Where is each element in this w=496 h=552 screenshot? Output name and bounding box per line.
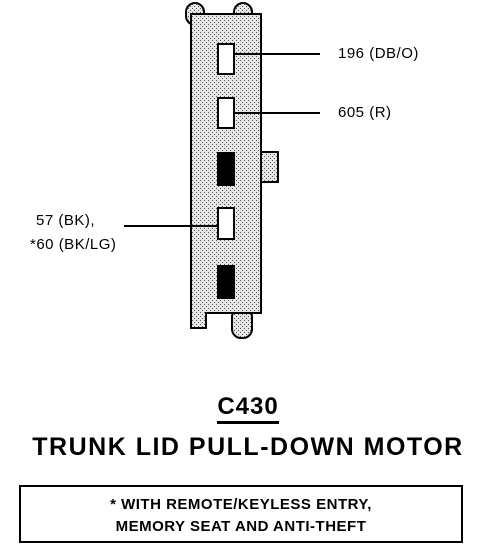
footnote-line-1: * WITH REMOTE/KEYLESS ENTRY, — [110, 496, 372, 513]
cavity-2 — [217, 97, 235, 129]
connector-id-text: C430 — [217, 393, 279, 424]
cavity-1 — [217, 43, 235, 75]
cavity-3 — [217, 152, 235, 186]
wire-label-196: 196 (DB/O) — [338, 45, 419, 62]
wire-label-605: 605 (R) — [338, 104, 392, 121]
wire-label-60: *60 (BK/LG) — [30, 236, 117, 253]
footnote-line-2: MEMORY SEAT AND ANTI-THEFT — [115, 518, 367, 535]
connector-id-heading: C430 — [0, 393, 496, 424]
wire-label-57: 57 (BK), — [36, 212, 96, 229]
component-title: TRUNK LID PULL-DOWN MOTOR — [32, 433, 464, 461]
cavity-4 — [217, 207, 235, 240]
cavity-5 — [217, 265, 235, 299]
footnote-box: * WITH REMOTE/KEYLESS ENTRY, MEMORY SEAT… — [19, 485, 463, 543]
